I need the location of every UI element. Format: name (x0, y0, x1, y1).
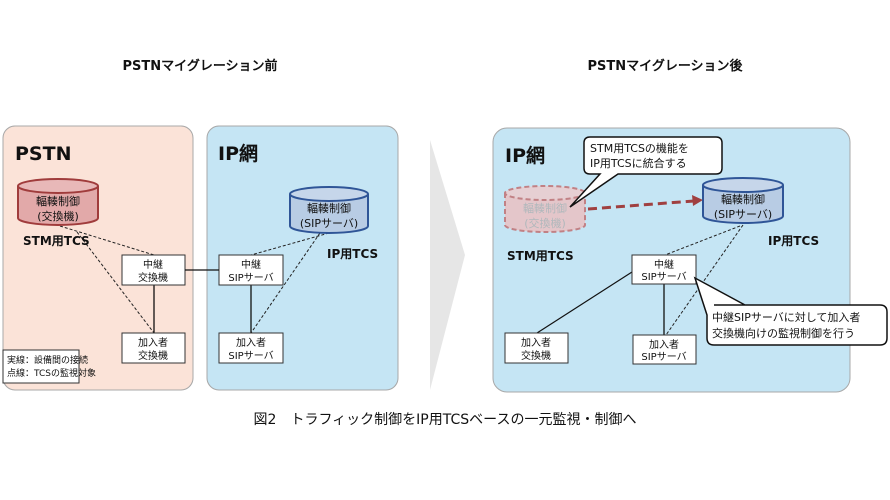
monitor-line (250, 232, 321, 334)
box-label: 交換機 (138, 349, 168, 362)
box-label: SIPサーバ (228, 350, 273, 362)
stm-tcs-database-icon: 輻輳制御 (交換機) (17, 178, 99, 226)
callout-text-2: IP用TCSに統合する (590, 156, 687, 170)
merge-arrow (587, 199, 695, 211)
db-label-2: (交換機) (524, 216, 566, 230)
pstn-panel: PSTN 輻輳制御 (交換機) STM用TCS 中継 交換機 加入者 交換機 実… (2, 125, 194, 391)
ip-panel-after: IP網 輻輳制御 (交換機) STM用TCS 輻輳制御 (SIPサーバ) IP用… (492, 127, 888, 393)
subscriber-exchange-box: 加入者 交換機 (121, 332, 186, 364)
box-label: 中継 (654, 258, 674, 271)
db-label-1: 輻輳制御 (307, 201, 351, 215)
box-label: 交換機 (521, 349, 551, 362)
box-label: 交換機 (138, 271, 168, 284)
callout-merge: STM用TCSの機能を IP用TCSに統合する (569, 136, 723, 208)
db-label-2: (交換機) (37, 209, 79, 223)
monitor-line (665, 224, 744, 336)
relay-exchange-box: 中継 交換機 (121, 254, 186, 286)
retired-stm-tcs-database-icon: 輻輳制御 (交換機) (504, 185, 586, 233)
box-label: SIPサーバ (228, 272, 273, 284)
legend-dotted: 点線：TCSの監視対象 (7, 367, 96, 379)
stm-tcs-label: STM用TCS (23, 234, 90, 248)
box-label: SIPサーバ (641, 271, 686, 283)
db-label-2: (SIPサーバ) (300, 217, 358, 230)
ip-label-after: IP網 (505, 144, 545, 167)
ip-label: IP網 (218, 142, 258, 165)
ip-tcs-label: IP用TCS (327, 247, 378, 261)
subscriber-exchange-box-after: 加入者 交換機 (504, 332, 569, 364)
callout-text-1: STM用TCSの機能を (590, 141, 689, 155)
legend-solid: 実線：設備間の接続 (7, 354, 88, 366)
ip-tcs-database-icon-after: 輻輳制御 (SIPサーバ) (702, 177, 784, 224)
box-label: SIPサーバ (641, 351, 686, 363)
subscriber-sip-server-box-after: 加入者 SIPサーバ (632, 334, 697, 365)
monitor-line (76, 231, 155, 334)
legend-box: 実線：設備間の接続 点線：TCSの監視対象 (2, 349, 96, 384)
db-label-1: 輻輳制御 (721, 192, 765, 206)
monitor-line (664, 225, 741, 256)
monitor-line (59, 225, 155, 256)
ip-tcs-database-icon: 輻輳制御 (SIPサーバ) (289, 186, 369, 234)
relay-sip-server-box: 中継 SIPサーバ (218, 254, 284, 286)
box-label: 中継 (241, 258, 261, 271)
callout-text-2: 交換機向けの監視制御を行う (712, 326, 855, 340)
transition-arrow-icon (430, 140, 465, 390)
callout-text-1: 中継SIPサーバに対して加入者 (712, 310, 860, 324)
box-label: 加入者 (649, 339, 679, 351)
relay-sip-server-box-after: 中継 SIPサーバ (631, 254, 697, 285)
title-before: PSTNマイグレーション前 (122, 58, 277, 74)
db-label-2: (SIPサーバ) (714, 208, 772, 221)
ip-tcs-label-after: IP用TCS (768, 234, 819, 248)
ip-panel-before: IP網 輻輳制御 (SIPサーバ) IP用TCS 中継 SIPサーバ 加入者 S… (206, 125, 399, 391)
box-label: 中継 (143, 258, 163, 271)
subscriber-sip-server-box: 加入者 SIPサーバ (218, 332, 284, 364)
box-label: 加入者 (521, 337, 551, 349)
connection-line (536, 271, 633, 334)
callout-control: 中継SIPサーバに対して加入者 交換機向けの監視制御を行う (693, 276, 888, 346)
box-label: 加入者 (138, 337, 168, 349)
monitor-line (250, 232, 330, 256)
box-label: 加入者 (236, 337, 266, 349)
title-after: PSTNマイグレーション後 (587, 58, 743, 74)
db-label-1: 輻輳制御 (523, 201, 567, 215)
stm-tcs-label-after: STM用TCS (507, 249, 574, 263)
db-label-1: 輻輳制御 (36, 194, 80, 208)
merge-arrowhead-icon (692, 195, 703, 206)
pstn-label: PSTN (15, 143, 71, 165)
figure-caption: 図2 トラフィック制御をIP用TCSベースの一元監視・制御へ (254, 411, 637, 428)
